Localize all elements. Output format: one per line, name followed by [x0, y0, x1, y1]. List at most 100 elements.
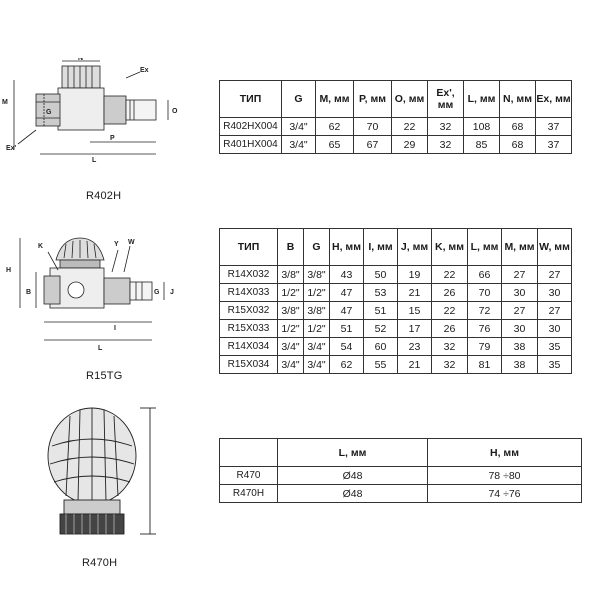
table-cell: Ø48	[277, 466, 428, 485]
table-cell: 32	[427, 135, 464, 154]
table-cell: 54	[329, 337, 364, 356]
table-cell: 43	[329, 265, 364, 284]
table-cell: 22	[431, 265, 468, 284]
table-cell: 74 ÷76	[427, 484, 582, 503]
table-cell: 27	[537, 265, 572, 284]
table-cell: 3/4"	[303, 355, 330, 374]
table-row: R14X033 1/2" 1/2" 47 53 21 26 70 30 30	[219, 283, 572, 302]
table-cell: R402HX004	[219, 117, 282, 136]
table-cell: 3/8"	[277, 265, 304, 284]
table-cell: 37	[535, 117, 572, 136]
table-cell: 32	[431, 355, 468, 374]
table-cell: 21	[397, 283, 432, 302]
table-cell: 85	[463, 135, 500, 154]
table-cell: 79	[467, 337, 502, 356]
column-header: J, мм	[397, 228, 432, 266]
table-cell: 68	[499, 117, 536, 136]
column-header: G	[303, 228, 330, 266]
table-cell: 66	[467, 265, 502, 284]
table-cell: 30	[501, 283, 538, 302]
table-cell: 30	[501, 319, 538, 338]
r470h-spec-table: L, мм H, мм R470 Ø48 78 ÷80 R470H Ø48 74…	[219, 438, 582, 503]
column-header: H, мм	[329, 228, 364, 266]
column-header: G	[281, 80, 316, 118]
table-cell: 1/2"	[277, 319, 304, 338]
dim-p-label: P	[110, 135, 115, 142]
table-cell: 108	[463, 117, 500, 136]
table-row: R15X034 3/4" 3/4" 62 55 21 32 81 38 35	[219, 355, 572, 374]
table-cell: 70	[353, 117, 392, 136]
table-cell: R470	[219, 466, 278, 485]
table-cell: 65	[315, 135, 354, 154]
dim-ex-prime-label: Ex'	[6, 145, 17, 152]
table-cell: 37	[535, 135, 572, 154]
table-cell: 1/2"	[303, 319, 330, 338]
r402h-model-label: R402H	[86, 190, 122, 202]
dim-i-label: I	[114, 325, 116, 332]
dim-ex-label: Ex	[140, 67, 149, 74]
dim-w-label: W	[128, 239, 135, 246]
table-row: R15X032 3/8" 3/8" 47 51 15 22 72 27 27	[219, 301, 572, 320]
column-header: L, мм	[277, 438, 428, 467]
table-cell: 47	[329, 283, 364, 302]
table-cell: 62	[329, 355, 364, 374]
table-cell: 60	[363, 337, 398, 356]
table-cell: 52	[363, 319, 398, 338]
column-header: W, мм	[537, 228, 572, 266]
table-cell: 1/2"	[303, 283, 330, 302]
table-cell: 21	[397, 355, 432, 374]
column-header: I, мм	[363, 228, 398, 266]
table-header-row: L, мм H, мм	[219, 438, 582, 467]
dim-y-label: Y	[114, 241, 119, 248]
table-cell: 38	[501, 337, 538, 356]
table-cell: R470H	[219, 484, 278, 503]
dim-j-label: J	[170, 289, 174, 296]
table-cell: R15X032	[219, 301, 278, 320]
dim-g-label: G	[46, 109, 52, 116]
column-header: L, мм	[463, 80, 500, 118]
table-cell: 3/4"	[281, 135, 316, 154]
r470h-drawing	[47, 407, 156, 535]
table-cell: 3/4"	[277, 337, 304, 356]
table-cell: 70	[467, 283, 502, 302]
dim-l2-label: L	[98, 345, 103, 352]
dim-m-label: M	[2, 99, 8, 106]
table-cell: 72	[467, 301, 502, 320]
table-cell: 55	[363, 355, 398, 374]
table-cell: 81	[467, 355, 502, 374]
table-cell: 15	[397, 301, 432, 320]
dim-b-label: B	[26, 289, 31, 296]
table-header-row: ТИП G M, мм P, мм O, мм Ex', мм L, мм N,…	[219, 80, 572, 118]
table-cell: 19	[397, 265, 432, 284]
dim-h-label: H	[6, 267, 11, 274]
table-cell: 22	[391, 117, 428, 136]
table-cell: 53	[363, 283, 398, 302]
dim-o-label: O	[172, 108, 178, 115]
table-cell: Ø48	[277, 484, 428, 503]
column-header: H, мм	[427, 438, 582, 467]
table-row: R401HX004 3/4" 65 67 29 32 85 68 37	[219, 135, 572, 154]
table-cell: 3/8"	[303, 301, 330, 320]
table-cell: 51	[363, 301, 398, 320]
table-cell: 29	[391, 135, 428, 154]
table-cell: 3/4"	[277, 355, 304, 374]
column-header: ТИП	[219, 80, 282, 118]
column-header: B	[277, 228, 304, 266]
r402h-drawing: N M Ex G O Ex' P L	[2, 58, 178, 164]
table-cell: 30	[537, 319, 572, 338]
table-cell: 23	[397, 337, 432, 356]
column-header: M, мм	[501, 228, 538, 266]
dim-k-label: K	[38, 243, 43, 250]
table-cell: 78 ÷80	[427, 466, 582, 485]
column-header: N, мм	[499, 80, 536, 118]
column-header: K, мм	[431, 228, 468, 266]
table-cell: 62	[315, 117, 354, 136]
table-cell: 38	[501, 355, 538, 374]
table-cell: 3/8"	[277, 301, 304, 320]
table-cell: 26	[431, 319, 468, 338]
table-cell: 3/8"	[303, 265, 330, 284]
table-cell: 35	[537, 355, 572, 374]
table-cell: 27	[537, 301, 572, 320]
column-header: ТИП	[219, 228, 278, 266]
table-row: R15X033 1/2" 1/2" 51 52 17 26 76 30 30	[219, 319, 572, 338]
